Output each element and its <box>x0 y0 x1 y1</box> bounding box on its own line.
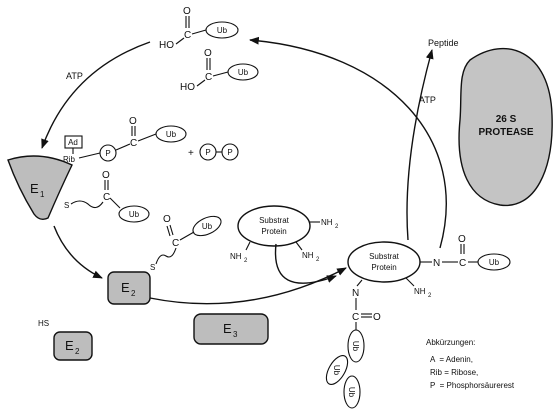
free-ubiquitin-middle: HO C O Ub <box>180 48 259 93</box>
enzyme-e3-subscript: 3 <box>233 330 238 339</box>
enzyme-e1-shape <box>7 155 73 221</box>
substrate-1-line2: Protein <box>261 227 286 236</box>
enzyme-e3-label: E <box>223 321 232 336</box>
svg-text:HO: HO <box>159 40 174 51</box>
svg-text:O: O <box>183 6 191 17</box>
svg-text:C: C <box>184 30 191 41</box>
substrate-2-line2: Protein <box>371 263 396 272</box>
e1-thioester-ubiquitin: S C O Ub <box>64 170 150 223</box>
legend-item-phosphor: P = Phosphorsäurerest <box>430 381 515 390</box>
pyrophosphate: P P <box>199 143 239 161</box>
svg-text:O: O <box>458 234 466 245</box>
svg-text:P: P <box>227 148 232 157</box>
protease-label-line2: PROTEASE <box>478 127 533 138</box>
svg-text:S: S <box>64 201 69 210</box>
svg-text:N: N <box>352 288 359 299</box>
legend-item-ribose: Rib = Ribose, <box>430 368 478 377</box>
svg-text:C: C <box>459 258 466 269</box>
atp-label-right: ATP <box>419 95 436 105</box>
svg-text:NH: NH <box>321 218 333 227</box>
arrow-cycle-top <box>249 36 447 249</box>
plus-sign: + <box>188 148 194 159</box>
arrow-e2-to-substrate <box>149 267 347 305</box>
free-e2-shape <box>53 331 93 361</box>
svg-text:Ub: Ub <box>202 222 213 231</box>
substrate-protein-1 <box>237 205 311 247</box>
substrate-2-line1: Substrat <box>369 252 400 261</box>
svg-text:NH: NH <box>414 287 426 296</box>
legend-title: Abkürzungen: <box>426 338 475 347</box>
svg-text:Ub: Ub <box>351 341 360 352</box>
enzyme-e1-subscript: 1 <box>40 190 45 199</box>
svg-text:2: 2 <box>244 258 248 264</box>
svg-text:NH: NH <box>302 251 314 260</box>
svg-text:HO: HO <box>180 82 195 93</box>
svg-text:P: P <box>105 149 110 158</box>
protease-label-line1: 26 S <box>496 114 517 125</box>
e2-thioester-ubiquitin: S C O Ub <box>150 214 222 272</box>
svg-text:C: C <box>205 72 212 83</box>
svg-text:Ub: Ub <box>129 210 140 219</box>
svg-text:C: C <box>172 238 179 249</box>
free-e2-subscript: 2 <box>75 347 80 356</box>
svg-text:2: 2 <box>316 257 320 263</box>
svg-text:Ub: Ub <box>347 387 356 398</box>
abbreviations-legend: Abkürzungen: A = Adenin, Rib = Ribose, P… <box>426 338 515 390</box>
atp-label-top: ATP <box>66 71 83 81</box>
free-ubiquitin-top: HO C O Ub <box>159 6 239 51</box>
legend-item-adenin: A = Adenin, <box>430 355 473 364</box>
svg-text:Ub: Ub <box>166 130 177 139</box>
svg-text:C: C <box>130 138 137 149</box>
svg-text:O: O <box>163 214 171 225</box>
arrow-e1-to-e2 <box>53 225 103 279</box>
peptide-label: Peptide <box>428 38 459 48</box>
svg-text:Ad: Ad <box>68 138 78 147</box>
enzyme-e2-shape <box>107 271 151 305</box>
svg-text:O: O <box>204 48 212 59</box>
substrate-2-ubiquitin-right: N C O Ub <box>420 234 511 271</box>
arrow-cycle-left-to-e1 <box>41 41 151 149</box>
svg-text:O: O <box>129 116 137 127</box>
substrate-1-line1: Substrat <box>259 216 290 225</box>
svg-text:Ub: Ub <box>489 258 500 267</box>
protease-26s-shape <box>458 47 553 207</box>
svg-text:Ub: Ub <box>238 68 249 77</box>
svg-text:C: C <box>352 312 359 323</box>
enzyme-e3-shape <box>193 313 269 345</box>
svg-text:N: N <box>433 258 440 269</box>
substrate-protein-2 <box>347 241 421 283</box>
svg-text:C: C <box>103 192 110 203</box>
svg-text:2: 2 <box>428 293 432 299</box>
free-e2-label: E <box>65 338 74 353</box>
svg-text:Ub: Ub <box>217 26 228 35</box>
arrow-to-peptide <box>406 49 434 241</box>
svg-text:O: O <box>373 312 381 323</box>
svg-text:Ub: Ub <box>332 365 341 376</box>
svg-text:S: S <box>150 263 155 272</box>
svg-text:NH: NH <box>230 252 242 261</box>
svg-text:Rib: Rib <box>63 155 76 164</box>
svg-text:O: O <box>102 170 110 181</box>
adenylated-ubiquitin: Ad Rib P C O Ub <box>63 116 187 164</box>
svg-text:P: P <box>205 148 210 157</box>
enzyme-e2-label: E <box>121 280 130 295</box>
arrow-substrate1-to-substrate2 <box>274 243 337 284</box>
enzyme-e1-label: E <box>30 181 39 196</box>
substrate-2-polyubiquitin-chain: N C O Ub Ub Ub <box>325 279 381 409</box>
enzyme-e2-subscript: 2 <box>131 289 136 298</box>
svg-text:2: 2 <box>335 224 339 230</box>
free-e2-hs: HS <box>38 319 49 328</box>
